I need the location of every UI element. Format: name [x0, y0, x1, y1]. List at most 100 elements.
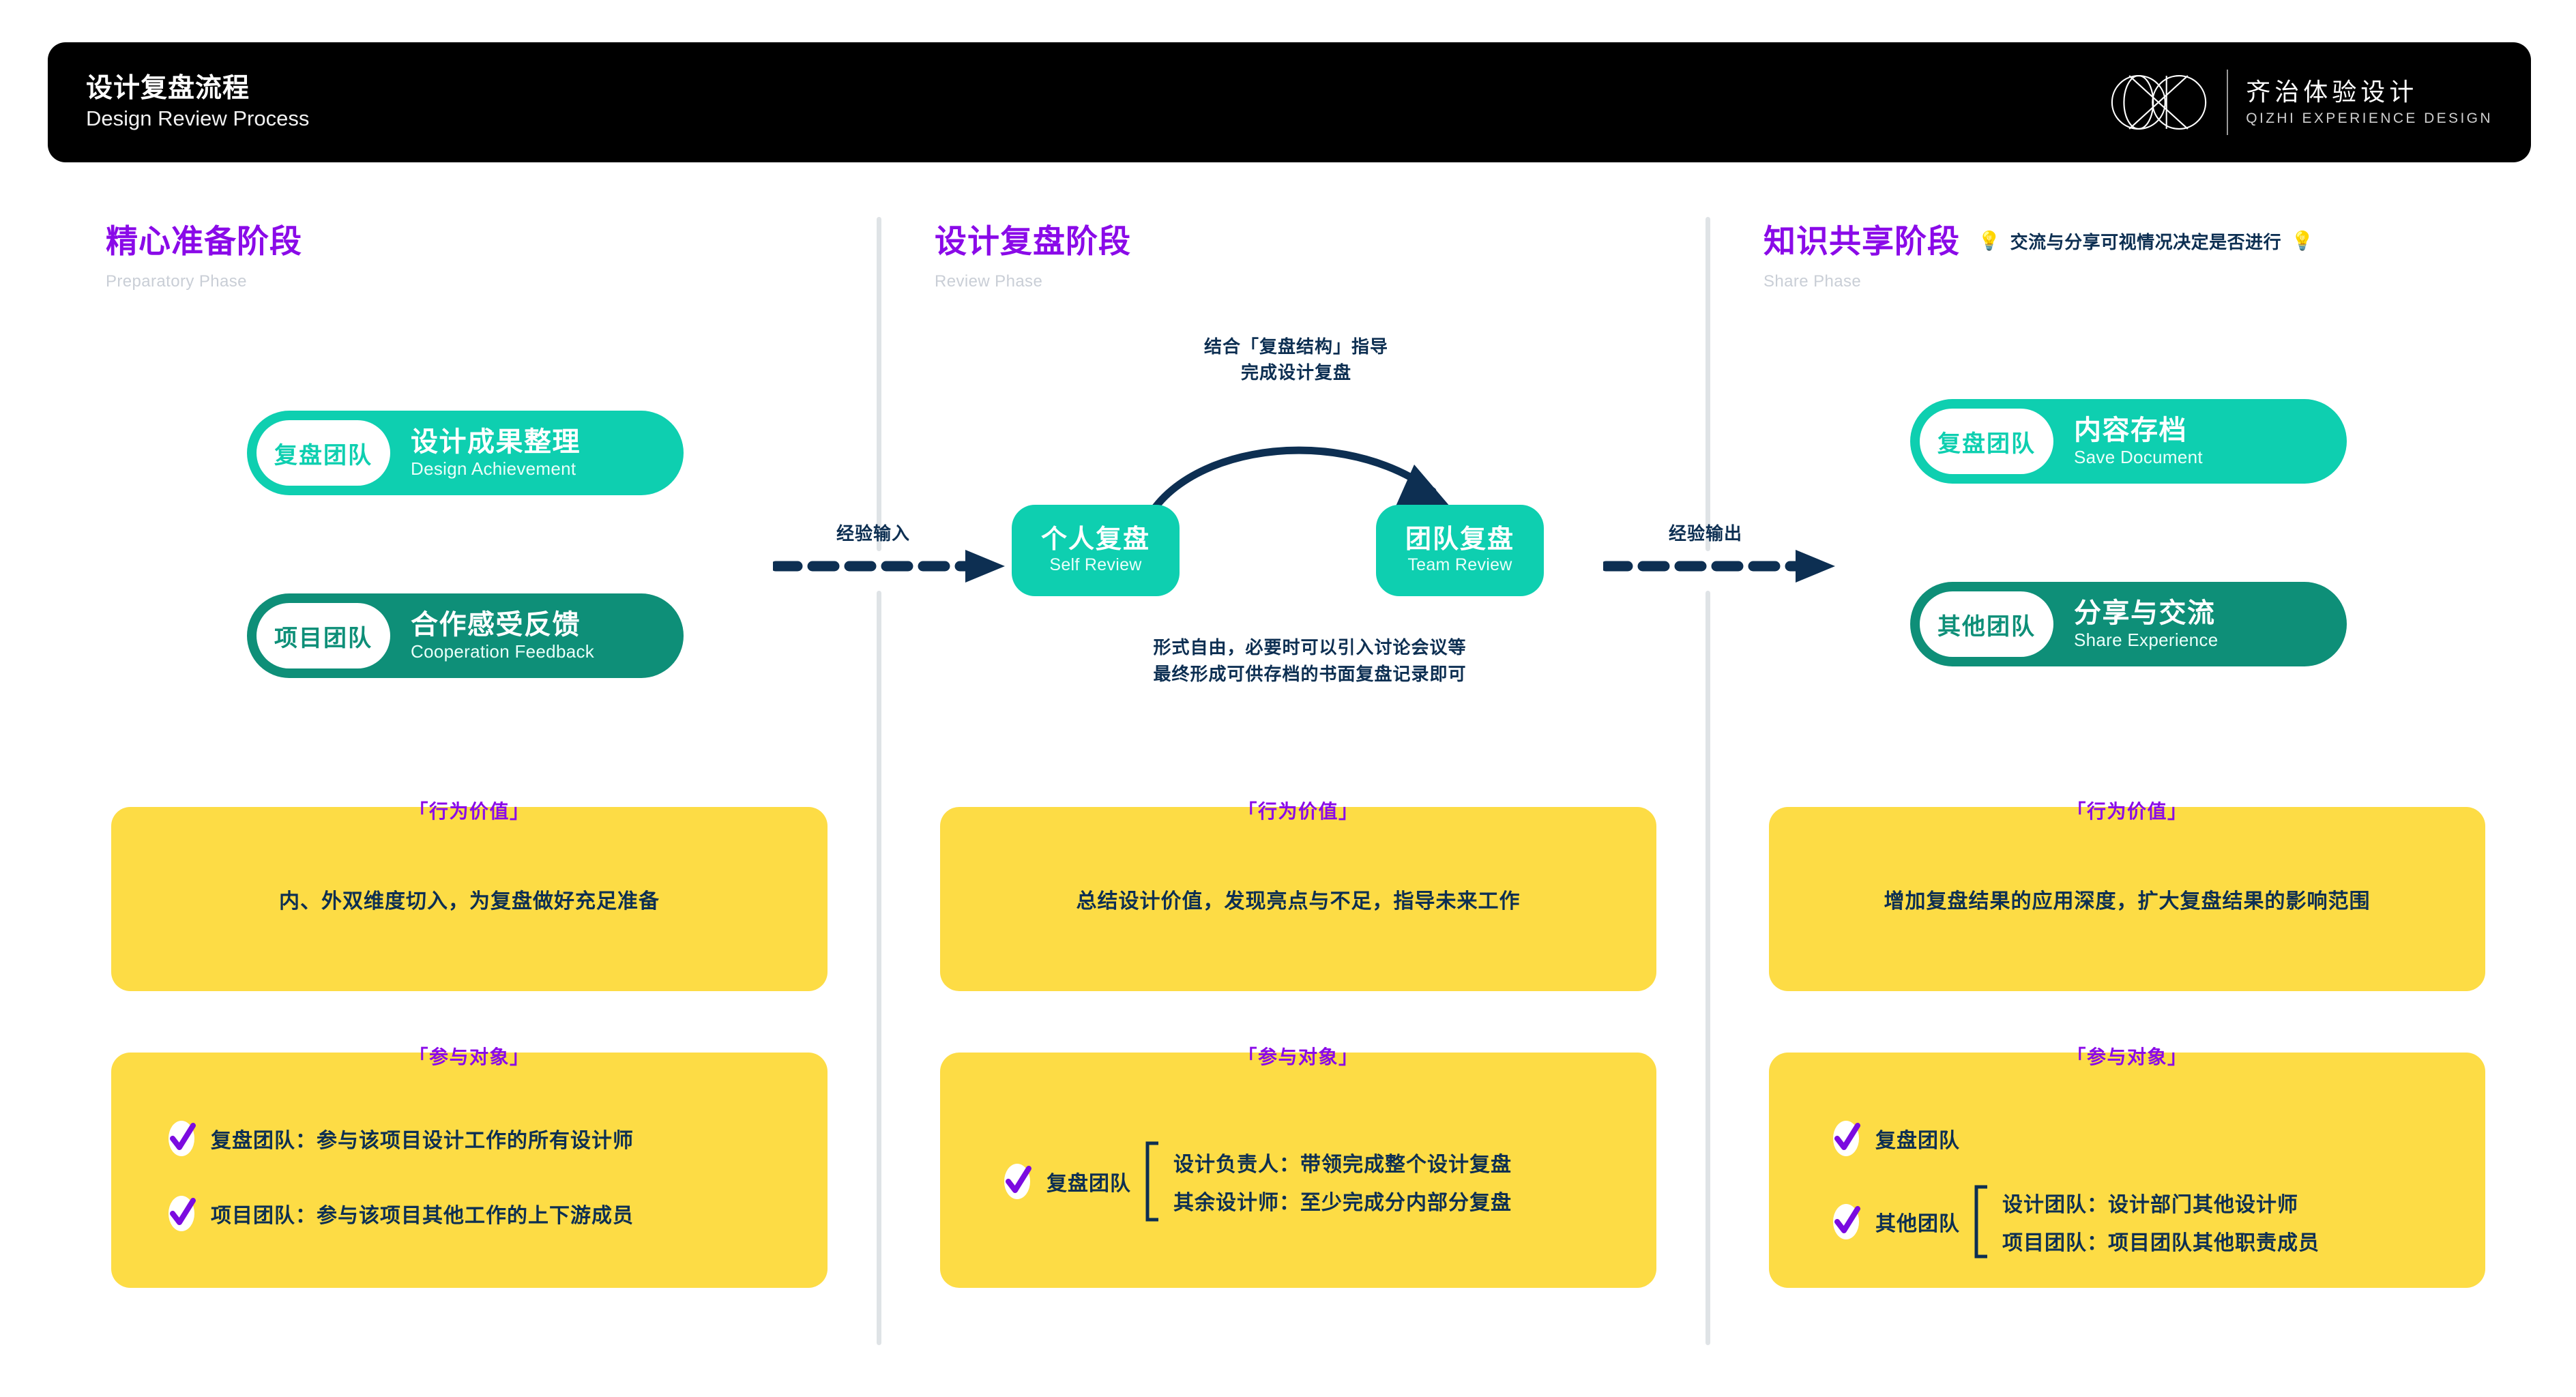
participant-card-tag: 「参与对象」 — [409, 1046, 530, 1068]
value-card-text: 总结设计价值，发现亮点与不足，指导未来工作 — [1076, 890, 1521, 913]
capsule-title-en: Cooperation Feedback — [411, 641, 595, 662]
dashed-arrow-input-icon — [773, 550, 1005, 583]
participant-list-left: 复盘团队：参与该项目设计工作的所有设计师 项目团队：参与该项目其他工作的上下游成… — [166, 1119, 634, 1233]
participant-card-preparatory — [111, 1053, 828, 1288]
list-item-text: 复盘团队 — [1875, 1130, 1960, 1152]
flow-label-input: 经验输入 — [836, 523, 911, 544]
phase-title-cn: 设计复盘阶段 — [935, 223, 1131, 259]
capsule-title-cn: 内容存档 — [2074, 415, 2187, 446]
capsule-badge: 其他团队 — [1920, 591, 2053, 657]
lightbulb-icon-left: 💡 — [1978, 231, 2001, 251]
capsule-badge: 复盘团队 — [1920, 409, 2053, 474]
phase-title-cn: 知识共享阶段 — [1763, 223, 1960, 259]
column-divider-right-lower — [1706, 591, 1710, 1345]
brand-divider — [2227, 70, 2229, 135]
qizhi-infinity-logo-icon — [2111, 74, 2207, 130]
capsule-title-en: Save Document — [2074, 446, 2203, 467]
phase-header-share: 知识共享阶段 💡 交流与分享可视情况决定是否进行 💡 Share Phase — [1763, 225, 2314, 291]
capsule-design-achievement[interactable]: 复盘团队 设计成果整理 Design Achievement — [247, 411, 684, 495]
capsule-title-cn: 合作感受反馈 — [411, 610, 581, 641]
flow-node-team-review[interactable]: 团队复盘 Team Review — [1376, 505, 1544, 596]
phase-note-text: 交流与分享可视情况决定是否进行 — [2010, 232, 2282, 252]
participant-group-line: 其余设计师：至少完成分内部分复盘 — [1173, 1192, 1512, 1214]
check-icon — [169, 1121, 196, 1156]
capsule-badge: 复盘团队 — [257, 420, 390, 486]
brand-name-en: QIZHI EXPERIENCE DESIGN — [2246, 110, 2493, 126]
phase-header-review: 设计复盘阶段 Review Phase — [935, 225, 1131, 291]
participant-card-review — [940, 1053, 1656, 1288]
flow-node-self-review[interactable]: 个人复盘 Self Review — [1012, 505, 1180, 596]
header-titles: 设计复盘流程 Design Review Process — [86, 74, 309, 131]
flow-node-title-cn: 个人复盘 — [1040, 525, 1150, 555]
participant-list-center: 复盘团队 设计负责人：带领完成整个设计复盘 其余设计师：至少完成分内部分复盘 — [1001, 1141, 1512, 1222]
capsule-title-en: Design Achievement — [411, 458, 576, 479]
capsule-title-cn: 分享与交流 — [2074, 598, 2216, 629]
flow-node-title-en: Team Review — [1407, 555, 1512, 575]
participant-card-tag: 「参与对象」 — [2066, 1046, 2188, 1068]
participant-group: 复盘团队 设计负责人：带领完成整个设计复盘 其余设计师：至少完成分内部分复盘 — [1046, 1141, 1512, 1222]
value-card-preparatory — [111, 807, 828, 991]
page-title: 设计复盘流程 — [86, 73, 250, 103]
check-icon — [1004, 1164, 1031, 1199]
curve-annotation: 结合「复盘结构」指导 完成设计复盘 — [1105, 334, 1487, 385]
phase-title-en: Review Phase — [935, 272, 1043, 291]
curve-annotation-line1: 结合「复盘结构」指导 — [1203, 336, 1388, 357]
participant-group: 其他团队 设计团队：设计部门其他设计师 项目团队：项目团队其他职责成员 — [1875, 1184, 2319, 1259]
phase-title-cn: 精心准备阶段 — [106, 223, 302, 259]
list-item-text: 项目团队：参与该项目其他工作的上下游成员 — [211, 1205, 634, 1227]
list-item: 其他团队 设计团队：设计部门其他设计师 项目团队：项目团队其他职责成员 — [1830, 1184, 2319, 1259]
capsule-badge: 项目团队 — [257, 603, 390, 668]
participant-list-right: 复盘团队 其他团队 设计团队：设计部门其他设计师 项目团队：项目团队其他职责成员 — [1830, 1119, 2319, 1259]
participant-card-tag: 「参与对象」 — [1238, 1046, 1359, 1068]
phase-title-en: Preparatory Phase — [106, 272, 247, 291]
participant-group-lines: 设计负责人：带领完成整个设计复盘 其余设计师：至少完成分内部分复盘 — [1173, 1147, 1512, 1216]
check-icon — [1833, 1204, 1860, 1239]
flow-note-line2: 最终形成可供存档的书面复盘记录即可 — [1153, 664, 1467, 684]
check-icon — [169, 1196, 196, 1231]
participant-group-lead: 复盘团队 — [1046, 1173, 1131, 1195]
flow-note: 形式自由，必要时可以引入讨论会议等 最终形成可供存档的书面复盘记录即可 — [928, 634, 1692, 688]
list-item: 复盘团队 — [1830, 1119, 2319, 1158]
dashed-arrow-output-icon — [1603, 550, 1835, 583]
list-item: 复盘团队 设计负责人：带领完成整个设计复盘 其余设计师：至少完成分内部分复盘 — [1001, 1141, 1512, 1222]
value-card-tag: 「行为价值」 — [2066, 801, 2188, 822]
brand-block: 齐治体验设计 QIZHI EXPERIENCE DESIGN — [2109, 67, 2493, 138]
phase-header-preparatory: 精心准备阶段 Preparatory Phase — [106, 225, 302, 291]
value-card-text: 内、外双维度切入，为复盘做好充足准备 — [279, 890, 660, 913]
flow-node-title-en: Self Review — [1049, 555, 1142, 575]
capsule-share-experience[interactable]: 其他团队 分享与交流 Share Experience — [1910, 582, 2347, 666]
flow-label-output: 经验输出 — [1669, 523, 1743, 544]
value-card-share — [1769, 807, 2485, 991]
brand-text: 齐治体验设计 QIZHI EXPERIENCE DESIGN — [2246, 77, 2493, 126]
participant-group-line: 设计负责人：带领完成整个设计复盘 — [1173, 1153, 1512, 1176]
capsule-save-document[interactable]: 复盘团队 内容存档 Save Document — [1910, 399, 2347, 484]
column-divider-left-upper — [877, 217, 881, 551]
capsule-cooperation-feedback[interactable]: 项目团队 合作感受反馈 Cooperation Feedback — [247, 593, 684, 678]
participant-group-lines: 设计团队：设计部门其他设计师 项目团队：项目团队其他职责成员 — [2002, 1188, 2319, 1256]
value-card-text: 增加复盘结果的应用深度，扩大复盘结果的影响范围 — [1884, 890, 2371, 913]
curve-annotation-line2: 完成设计复盘 — [1240, 362, 1351, 383]
brand-name-cn: 齐治体验设计 — [2246, 77, 2418, 106]
value-card-review — [940, 807, 1656, 991]
capsule-title-en: Share Experience — [2074, 629, 2219, 650]
participant-group-line: 项目团队：项目团队其他职责成员 — [2002, 1232, 2319, 1254]
value-card-tag: 「行为价值」 — [1238, 801, 1359, 822]
page-header: 设计复盘流程 Design Review Process 齐治体验设计 QIZH… — [48, 42, 2531, 162]
participant-group-lead: 其他团队 — [1875, 1213, 1960, 1235]
left-bracket-icon — [1974, 1185, 1987, 1259]
left-bracket-icon — [1145, 1141, 1158, 1222]
phase-title-en: Share Phase — [1763, 272, 1862, 291]
list-item: 项目团队：参与该项目其他工作的上下游成员 — [166, 1194, 634, 1233]
capsule-title-cn: 设计成果整理 — [411, 427, 581, 458]
participant-card-share — [1769, 1053, 2485, 1288]
value-card-tag: 「行为价值」 — [409, 801, 530, 822]
flow-node-title-cn: 团队复盘 — [1405, 525, 1514, 555]
list-item: 复盘团队：参与该项目设计工作的所有设计师 — [166, 1119, 634, 1158]
column-divider-left-lower — [877, 591, 881, 1345]
lightbulb-icon-right: 💡 — [2291, 231, 2314, 251]
page-subtitle: Design Review Process — [86, 106, 310, 131]
check-icon — [1833, 1121, 1860, 1156]
column-divider-right-upper — [1706, 217, 1710, 551]
flow-note-line1: 形式自由，必要时可以引入讨论会议等 — [1153, 637, 1467, 658]
list-item-text: 复盘团队：参与该项目设计工作的所有设计师 — [211, 1130, 634, 1152]
